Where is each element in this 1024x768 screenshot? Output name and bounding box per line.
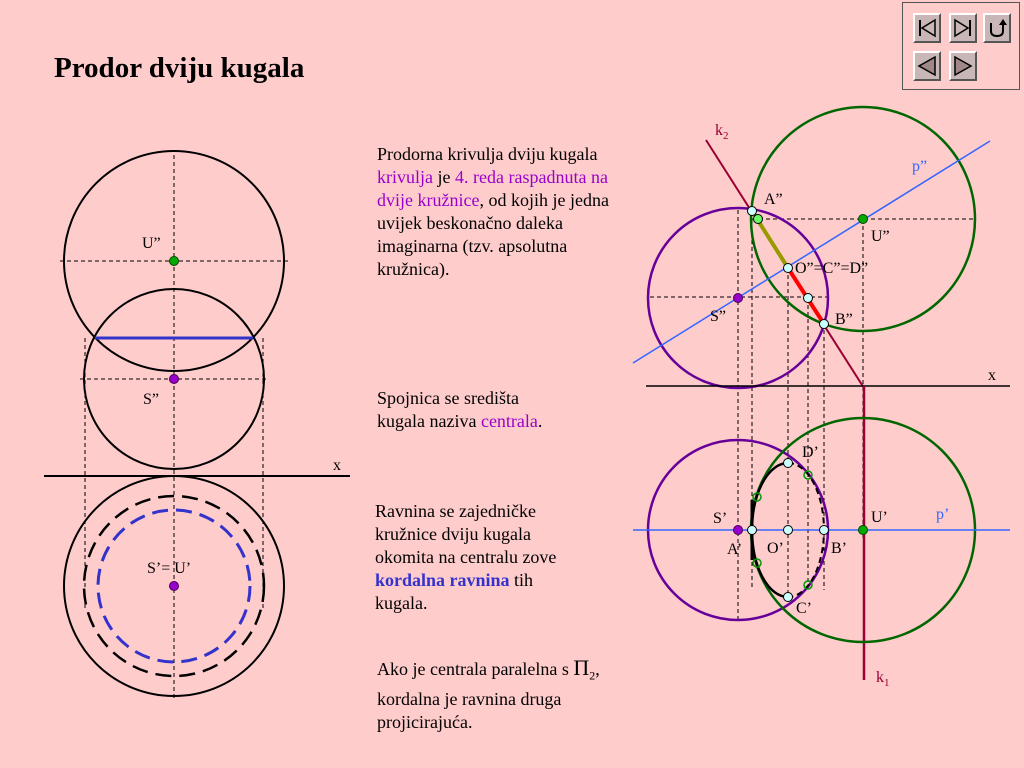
- left-point-s: [169, 374, 179, 384]
- navigation-panel: [902, 2, 1020, 90]
- right-sphere-u-vertical: [749, 105, 977, 333]
- right-point-c1: [783, 592, 793, 602]
- right-label-a2: A”: [764, 191, 783, 208]
- right-point-s1: [733, 525, 743, 535]
- p2-text: Spojnica se središta kugala naziva: [377, 388, 519, 431]
- right-label-a1: A’: [727, 541, 742, 558]
- left-point-su: [169, 581, 179, 591]
- right-point-ellipse-upper-left: [752, 492, 762, 502]
- last-slide-button[interactable]: [949, 13, 977, 43]
- right-label-p1: p’: [936, 506, 949, 523]
- right-label-u2: U”: [871, 228, 890, 245]
- right-label-ocd2: O”=C”=D”: [795, 260, 868, 277]
- previous-icon: [917, 55, 936, 77]
- p2-term-centrala: centrala: [480, 411, 538, 431]
- right-label-b1: B’: [831, 540, 847, 557]
- right-point-d1: [783, 458, 793, 468]
- right-point-cd2: [803, 293, 813, 303]
- right-label-k2: k2: [715, 122, 729, 142]
- paragraph-projicirajuca: Ako je centrala paralelna s Π2, kordalna…: [377, 656, 627, 734]
- p4-pi-symbol: Π: [573, 655, 590, 680]
- paragraph-prodorna-krivulja: Prodorna krivulja dviju kugala krivulja …: [377, 143, 617, 281]
- p3-text: Ravnina se zajedničke kružnice dviju kug…: [375, 501, 557, 567]
- p4-text-end: , kordalna je ravnina druga projicirajuć…: [377, 659, 600, 732]
- right-label-b2: B”: [835, 311, 853, 328]
- p2-text-end: .: [537, 411, 543, 431]
- right-centrala-p2: [632, 140, 991, 364]
- previous-button[interactable]: [913, 51, 941, 81]
- right-point-u2: [858, 214, 868, 224]
- left-sphere-u-horizontal: [63, 475, 285, 697]
- right-label-d1: D’: [802, 444, 819, 461]
- right-point-b1: [819, 525, 829, 535]
- paragraph-kordalna-ravnina: Ravnina se zajedničke kružnice dviju kug…: [375, 500, 585, 615]
- p1-text: Prodorna krivulja dviju kugala: [377, 144, 598, 164]
- left-label-u2: U”: [142, 235, 161, 252]
- left-diagram: U” S” x S’= U’: [44, 150, 350, 700]
- p4-pi-subscript: 2: [589, 668, 596, 683]
- p3-text-end: tih kugala.: [375, 570, 534, 613]
- right-point-ellipse-lower-left: [752, 558, 762, 568]
- right-point-a1: [747, 525, 757, 535]
- right-point-u1: [858, 525, 868, 535]
- next-button[interactable]: [949, 51, 977, 81]
- page-title: Prodor dviju kugala: [54, 52, 305, 84]
- left-label-s2: S”: [143, 391, 159, 408]
- right-label-k1: k1: [876, 669, 890, 689]
- right-label-p2: p”: [912, 158, 927, 175]
- first-slide-icon: [919, 18, 936, 38]
- right-point-ellipse-top-right: [803, 470, 813, 480]
- return-button[interactable]: [983, 13, 1011, 43]
- left-sphere-u-vertical: [63, 150, 285, 372]
- p3-term-kordalna: kordalna ravnina: [375, 570, 510, 590]
- right-point-a2: [747, 206, 757, 216]
- p4-text: Ako je centrala paralelna s: [377, 659, 574, 679]
- last-slide-icon: [954, 18, 971, 38]
- right-point-ellipse-bottom-right: [803, 580, 813, 590]
- right-label-o1: O’: [767, 540, 784, 557]
- right-point-b2: [819, 319, 829, 329]
- left-sphere-s-vertical: [83, 288, 265, 470]
- right-label-c1: C’: [796, 600, 812, 617]
- p1-term-4-reda: 4. reda raspadnuta na dvije kružnice: [377, 167, 608, 210]
- right-point-o1: [783, 525, 793, 535]
- right-label-s2: S”: [710, 308, 726, 325]
- paragraph-centrala: Spojnica se središta kugala naziva centr…: [377, 387, 547, 433]
- right-label-s1: S’: [713, 510, 727, 527]
- left-label-x: x: [333, 457, 341, 474]
- right-diagram: k2 p” A” U” O”=C”=D” S” B” x D’ S’ U’ p’…: [632, 105, 1010, 689]
- right-sphere-s-vertical: [646, 206, 830, 390]
- left-kordalna-circle: [96, 508, 252, 664]
- p1-text-je: je: [433, 167, 455, 187]
- right-label-u1: U’: [871, 509, 888, 526]
- left-point-u: [169, 256, 179, 266]
- right-point-o2: [783, 263, 793, 273]
- left-sphere-s-horizontal: [82, 494, 266, 678]
- next-icon: [954, 55, 973, 77]
- first-slide-button[interactable]: [913, 13, 941, 43]
- p1-text-end: , od kojih je jedna uvijek beskonačno da…: [377, 190, 609, 279]
- right-point-s2: [733, 293, 743, 303]
- left-label-su1: S’= U’: [147, 560, 191, 577]
- right-label-x: x: [988, 367, 996, 384]
- right-point-a2-green: [753, 214, 763, 224]
- p1-term-krivulja: krivulja: [377, 167, 433, 187]
- return-icon: [990, 19, 1007, 38]
